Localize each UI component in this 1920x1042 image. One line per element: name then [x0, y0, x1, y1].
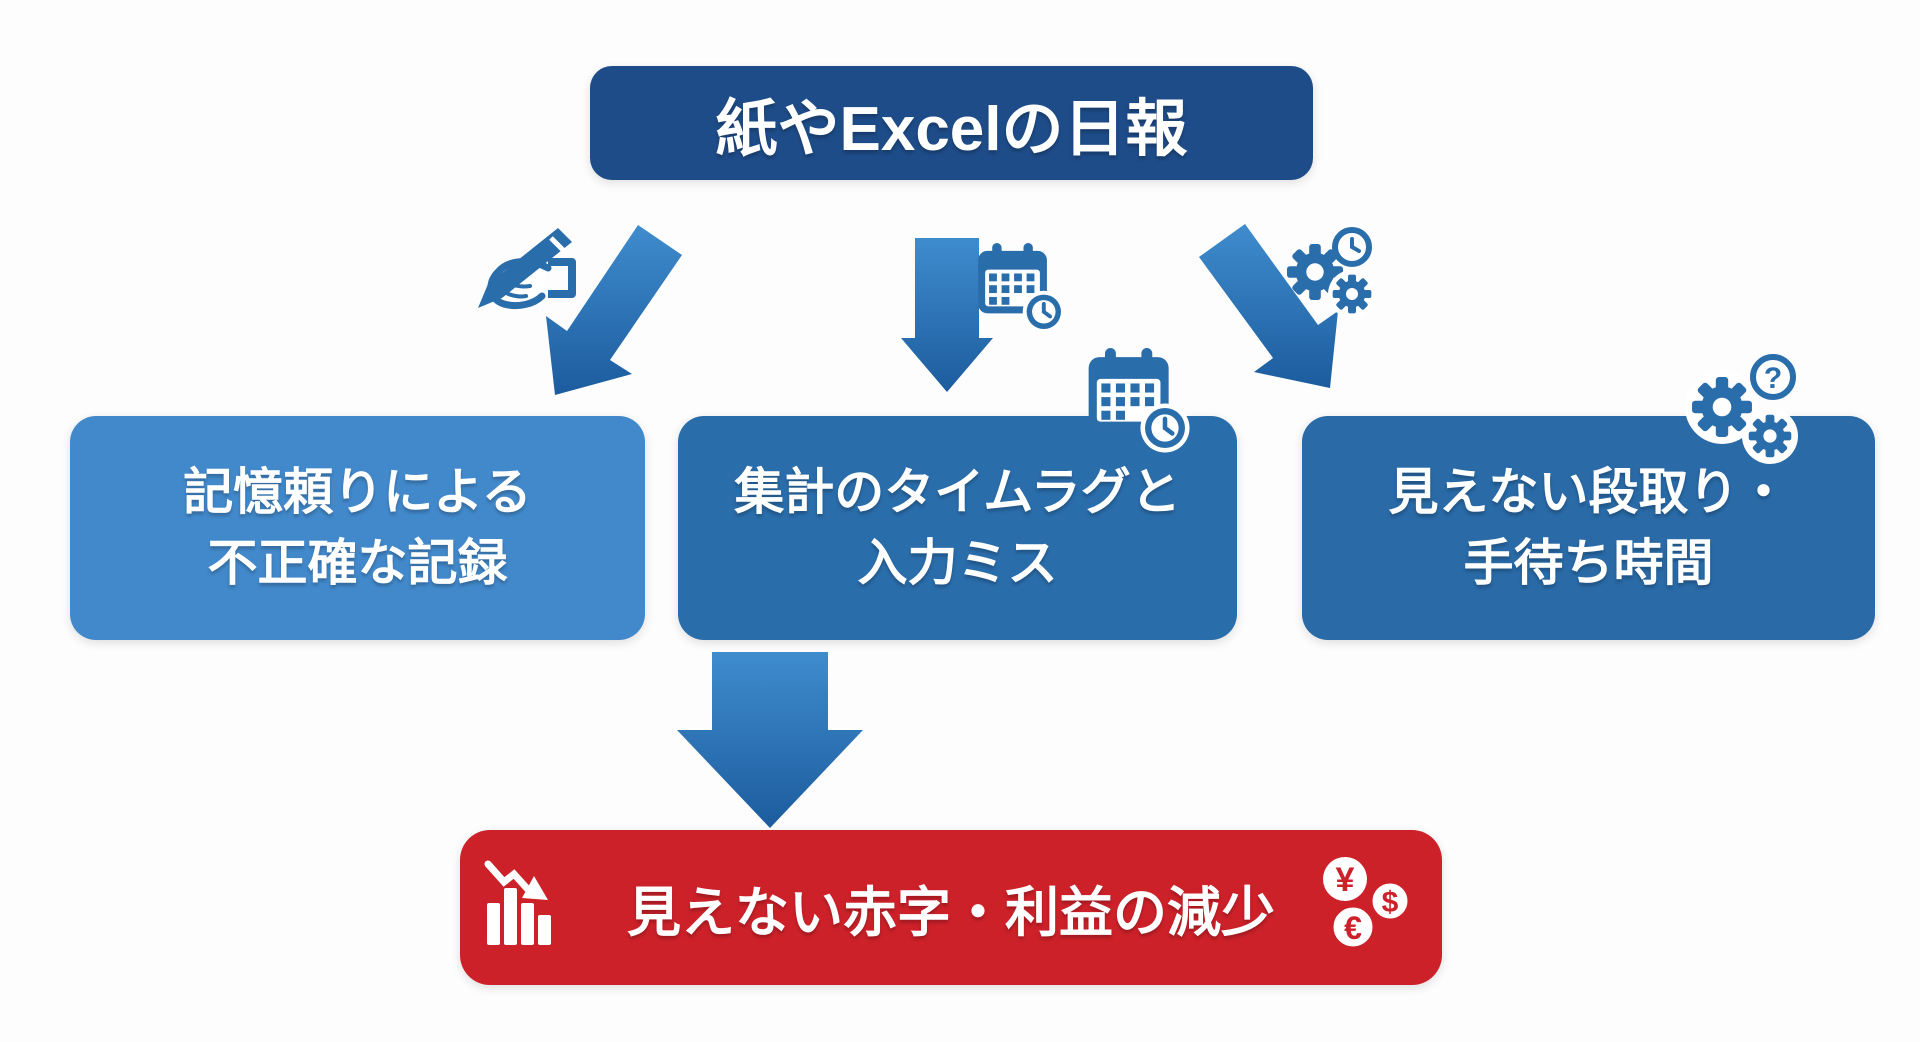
- gears-clock-icon: [1286, 227, 1376, 318]
- arrow-down-big: [677, 652, 863, 828]
- calendar-clock-icon: [976, 241, 1067, 335]
- problem-box-memory-line1: 記憶頼りによる: [183, 464, 532, 520]
- problem-box-memory: 記憶頼りによる 不正確な記録: [70, 416, 645, 640]
- problem-box-setup: 見えない段取り・ 手待ち時間: [1302, 416, 1875, 640]
- problem-box-memory-line2: 不正確な記録: [207, 535, 508, 591]
- arrow-down-center: [901, 238, 993, 392]
- source-box-label: 紙やExcelの日報: [715, 95, 1188, 164]
- problem-box-timelag-line1: 集計のタイムラグと: [734, 464, 1181, 520]
- problem-box-timelag: 集計のタイムラグと 入力ミス: [678, 416, 1237, 640]
- problem-box-setup-line1: 見えない段取り・: [1388, 464, 1789, 520]
- result-box-label: 見えない赤字・利益の減少: [627, 883, 1275, 943]
- problem-box-setup-line2: 手待ち時間: [1463, 535, 1714, 591]
- arrow-down-left: [546, 225, 682, 395]
- arrow-down-right: [1199, 224, 1338, 388]
- pencil-writing-icon: [478, 228, 576, 310]
- problem-box-timelag-line2: 入力ミス: [857, 535, 1058, 591]
- question-mark-glyph: ?: [1764, 362, 1782, 395]
- result-box: 見えない赤字・利益の減少: [460, 830, 1442, 985]
- source-box: 紙やExcelの日報: [590, 66, 1313, 180]
